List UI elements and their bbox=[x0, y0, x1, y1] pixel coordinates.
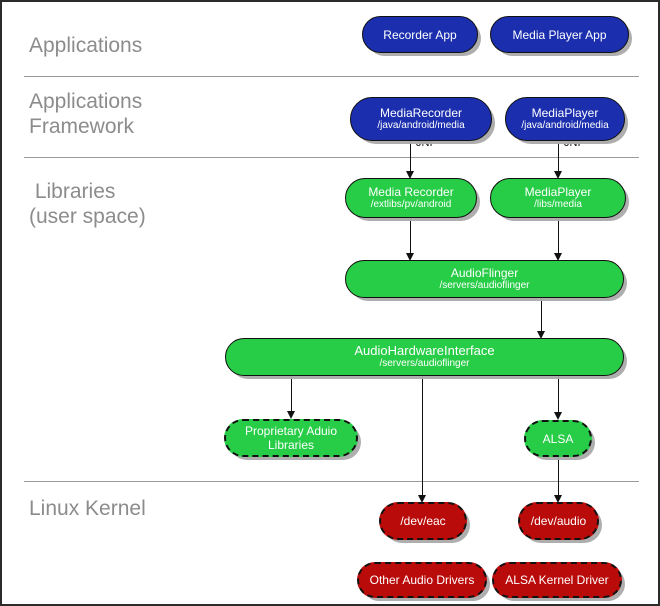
separator-framework bbox=[24, 157, 639, 158]
node-mediarecorder-framework-title: MediaRecorder bbox=[379, 106, 463, 120]
node-mediarecorder-framework-subtitle: /java/android/media bbox=[377, 120, 465, 131]
node-dev-audio-title: /dev/audio bbox=[530, 514, 587, 528]
arrowhead-ahi-to-dev-eac bbox=[418, 495, 426, 503]
connector-mediaplayer-jni bbox=[558, 142, 559, 174]
separator-linux-kernel bbox=[24, 481, 639, 482]
node-audioflinger-title: AudioFlinger bbox=[450, 266, 519, 280]
layer-label-applications: Applications bbox=[29, 34, 143, 57]
arrowhead-mediaplayer-lib-to-audioflinger bbox=[554, 253, 562, 261]
node-media-player-app-title: Media Player App bbox=[512, 27, 607, 42]
node-mediarecorder-framework[interactable]: MediaRecorder /java/android/media bbox=[350, 97, 492, 141]
node-mediaplayer-lib[interactable]: MediaPlayer /libs/media bbox=[490, 178, 626, 218]
node-media-recorder-lib[interactable]: Media Recorder /extlibs/pv/android bbox=[345, 178, 477, 218]
node-dev-audio[interactable]: /dev/audio bbox=[518, 502, 599, 540]
node-recorder-app-title: Recorder App bbox=[383, 27, 457, 42]
connector-mediarecorder-jni bbox=[410, 142, 411, 174]
node-recorder-app[interactable]: Recorder App bbox=[362, 16, 478, 53]
separator-applications bbox=[24, 76, 639, 77]
connector-ahi-to-proprietary-libs bbox=[291, 376, 292, 412]
connector-alsa-to-dev-audio bbox=[558, 457, 559, 496]
arrowhead-ahi-to-proprietary-libs bbox=[287, 411, 295, 419]
node-alsa[interactable]: ALSA bbox=[524, 420, 592, 457]
arrowhead-alsa-to-dev-audio bbox=[554, 495, 562, 503]
node-alsa-kernel-driver[interactable]: ALSA Kernel Driver bbox=[492, 562, 622, 598]
layer-label-linux-kernel: Linux Kernel bbox=[29, 497, 146, 520]
node-proprietary-audio-libs[interactable]: Proprietary Aduio Libraries bbox=[224, 419, 358, 457]
node-mediaplayer-lib-subtitle: /libs/media bbox=[534, 199, 582, 210]
node-dev-eac-title: /dev/eac bbox=[400, 514, 446, 528]
node-other-audio-drivers[interactable]: Other Audio Drivers bbox=[357, 562, 487, 598]
connector-ahi-to-alsa bbox=[558, 376, 559, 413]
node-audioflinger[interactable]: AudioFlinger /servers/audioflinger bbox=[345, 260, 624, 298]
node-audioflinger-subtitle: /servers/audioflinger bbox=[439, 280, 530, 291]
arrowhead-mediaplayer-jni bbox=[554, 171, 562, 179]
layer-label-libraries: Libraries (user space) bbox=[29, 180, 146, 228]
arrowhead-mediarecorder-lib-to-audioflinger bbox=[406, 253, 414, 261]
node-alsa-kernel-driver-title: ALSA Kernel Driver bbox=[505, 573, 609, 587]
node-dev-eac[interactable]: /dev/eac bbox=[379, 502, 467, 540]
node-mediaplayer-framework-title: MediaPlayer bbox=[531, 106, 599, 120]
node-mediaplayer-lib-title: MediaPlayer bbox=[524, 185, 592, 199]
connector-mediaplayer-lib-to-audioflinger bbox=[558, 218, 559, 256]
node-media-recorder-lib-title: Media Recorder bbox=[368, 185, 454, 199]
arrowhead-ahi-to-alsa bbox=[554, 412, 562, 420]
arrowhead-mediarecorder-jni bbox=[406, 171, 414, 179]
node-mediaplayer-framework[interactable]: MediaPlayer /java/android/media bbox=[505, 97, 625, 141]
arrowhead-audioflinger-to-audiohardwareinterface bbox=[537, 331, 545, 339]
node-other-audio-drivers-title: Other Audio Drivers bbox=[369, 573, 475, 587]
node-media-recorder-lib-subtitle: /extlibs/pv/android bbox=[370, 199, 452, 210]
connector-mediarecorder-lib-to-audioflinger bbox=[410, 218, 411, 256]
node-proprietary-audio-libs-subtitle: Libraries bbox=[267, 438, 315, 452]
node-proprietary-audio-libs-title: Proprietary Aduio bbox=[244, 424, 338, 438]
node-media-player-app[interactable]: Media Player App bbox=[490, 16, 629, 53]
node-audiohardwareinterface-title: AudioHardwareInterface bbox=[354, 343, 495, 358]
node-audiohardwareinterface-subtitle: /servers/audioflinger bbox=[379, 358, 470, 369]
node-alsa-title: ALSA bbox=[542, 431, 574, 446]
node-audiohardwareinterface[interactable]: AudioHardwareInterface /servers/audiofli… bbox=[225, 338, 624, 376]
connector-ahi-to-dev-eac bbox=[422, 376, 423, 496]
node-mediaplayer-framework-subtitle: /java/android/media bbox=[521, 120, 609, 131]
layer-label-applications-framework: Applications Framework bbox=[29, 90, 143, 138]
connector-audioflinger-to-audiohardwareinterface bbox=[541, 298, 542, 334]
